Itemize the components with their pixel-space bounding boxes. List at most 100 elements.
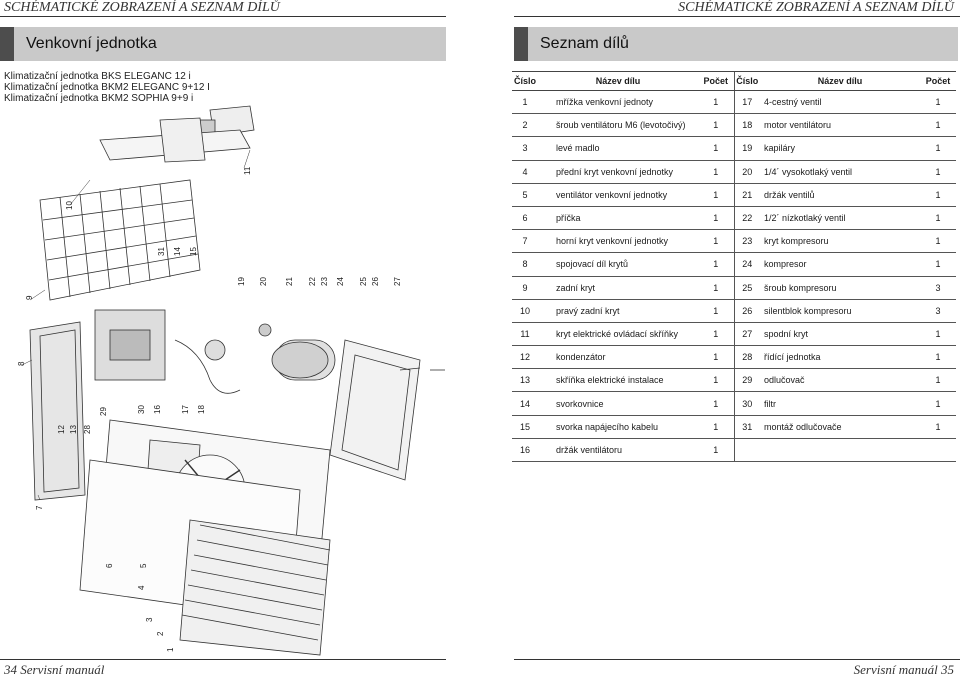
cell-number-2: 19 — [733, 136, 760, 161]
cell-quantity: 1 — [698, 113, 734, 138]
cell-quantity-2: 1 — [920, 229, 956, 254]
cell-part-name-2: kapiláry — [760, 136, 920, 161]
cell-quantity: 1 — [698, 438, 734, 463]
cell-number-2: 29 — [733, 368, 760, 393]
cell-quantity: 1 — [698, 183, 734, 207]
cell-number: 4 — [512, 160, 538, 184]
svg-text:30: 30 — [137, 405, 146, 414]
cell-quantity: 1 — [698, 322, 734, 347]
svg-text:19: 19 — [237, 277, 246, 286]
exploded-view-diagram: 11 10 9 8 7 6 5 4 3 2 1 31 14 15 19 20 2… — [17, 105, 445, 656]
svg-text:26: 26 — [371, 277, 380, 286]
cell-part-name: zadní kryt — [538, 276, 698, 300]
col-header-quantity: Počet — [698, 71, 734, 91]
cell-number-2: 22 — [733, 206, 760, 231]
cell-number-2: 27 — [733, 322, 760, 347]
cell-number: 9 — [512, 276, 538, 300]
col-header-part-name-2: Název dílu — [760, 71, 920, 91]
diagram-callouts: 11 10 9 8 7 6 5 4 3 2 1 31 14 15 19 20 2… — [17, 166, 402, 652]
section-bar-parts-list: Seznam dílů — [514, 27, 958, 61]
cell-quantity: 1 — [698, 136, 734, 161]
svg-text:4: 4 — [137, 585, 146, 590]
page-header-right: SCHÉMATICKÉ ZOBRAZENÍ A SEZNAM DÍLŮ — [678, 0, 954, 15]
svg-text:17: 17 — [181, 405, 190, 414]
front-grille-part — [179, 519, 331, 656]
cell-number-2: 28 — [733, 345, 760, 370]
svg-text:2: 2 — [156, 631, 165, 636]
header-rule-left — [0, 16, 446, 17]
cell-number-2: 31 — [733, 415, 760, 439]
cell-number: 10 — [512, 299, 538, 323]
model-item: Klimatizační jednotka BKS ELEGANC 12 i — [4, 71, 191, 82]
section-title-outdoor-unit: Venkovní jednotka — [26, 35, 157, 52]
cell-quantity: 1 — [698, 206, 734, 231]
cell-quantity: 1 — [698, 345, 734, 370]
col-header-quantity-2: Počet — [920, 71, 956, 91]
cell-part-name-2: kryt kompresoru — [760, 229, 920, 254]
cell-quantity-2: 3 — [920, 276, 956, 300]
svg-text:24: 24 — [336, 277, 345, 286]
col-header-part-name: Název dílu — [538, 71, 698, 91]
svg-text:11: 11 — [243, 166, 252, 175]
cell-number: 13 — [512, 368, 538, 393]
cell-quantity: 1 — [698, 391, 734, 416]
svg-text:15: 15 — [189, 247, 198, 256]
cell-part-name-2: montáž odlučovače — [760, 415, 920, 439]
cell-quantity: 1 — [698, 368, 734, 393]
table-header-row: Číslo Název dílu Počet Číslo Název dílu … — [512, 71, 956, 91]
svg-text:7: 7 — [35, 505, 44, 510]
cell-number-2: 30 — [733, 391, 760, 416]
cell-part-name-2: držák ventilů — [760, 183, 920, 207]
cell-quantity-2: 1 — [920, 113, 956, 138]
cell-number-2: 26 — [733, 299, 760, 323]
footer-rule-right — [514, 659, 960, 660]
cell-number: 16 — [512, 438, 538, 463]
svg-text:29: 29 — [99, 407, 108, 416]
svg-text:25: 25 — [359, 277, 368, 286]
cell-number-2: 20 — [733, 160, 760, 184]
cell-part-name-2: 4-cestný ventil — [760, 90, 920, 115]
svg-text:31: 31 — [157, 247, 166, 256]
cell-number-2: 21 — [733, 183, 760, 207]
section-bar-accent — [514, 27, 528, 61]
svg-text:10: 10 — [65, 201, 74, 210]
cell-part-name: ventilátor venkovní jednotky — [538, 183, 698, 207]
page-header-left: SCHÉMATICKÉ ZOBRAZENÍ A SEZNAM DÍLŮ — [4, 0, 280, 15]
cell-part-name: skříňka elektrické instalace — [538, 368, 698, 393]
svg-text:16: 16 — [153, 405, 162, 414]
cell-part-name-2: filtr — [760, 391, 920, 416]
cell-part-name-2: 1/2´ nízkotlaký ventil — [760, 206, 920, 231]
cell-part-name: horní kryt venkovní jednotky — [538, 229, 698, 254]
cell-quantity-2: 3 — [920, 299, 956, 323]
cell-quantity: 1 — [698, 276, 734, 300]
cell-part-name: šroub ventilátoru M6 (levotočivý) — [538, 113, 698, 138]
cell-part-name: pravý zadní kryt — [538, 299, 698, 323]
cell-part-name: spojovací díl krytů — [538, 252, 698, 277]
svg-text:1: 1 — [166, 647, 175, 652]
cell-part-name: přední kryt venkovní jednotky — [538, 160, 698, 184]
cell-number-2: 17 — [733, 90, 760, 115]
cell-part-name: kondenzátor — [538, 345, 698, 370]
cell-part-name: držák ventilátoru — [538, 438, 698, 463]
cell-quantity-2: 1 — [920, 345, 956, 370]
cell-number: 2 — [512, 113, 538, 138]
cell-number: 8 — [512, 252, 538, 277]
col-header-number-2: Číslo — [733, 71, 760, 91]
header-rule-right — [514, 16, 960, 17]
cell-number: 12 — [512, 345, 538, 370]
parts-table: Číslo Název dílu Počet Číslo Název dílu … — [512, 71, 956, 463]
svg-text:8: 8 — [17, 361, 26, 366]
condenser-part — [29, 321, 86, 501]
